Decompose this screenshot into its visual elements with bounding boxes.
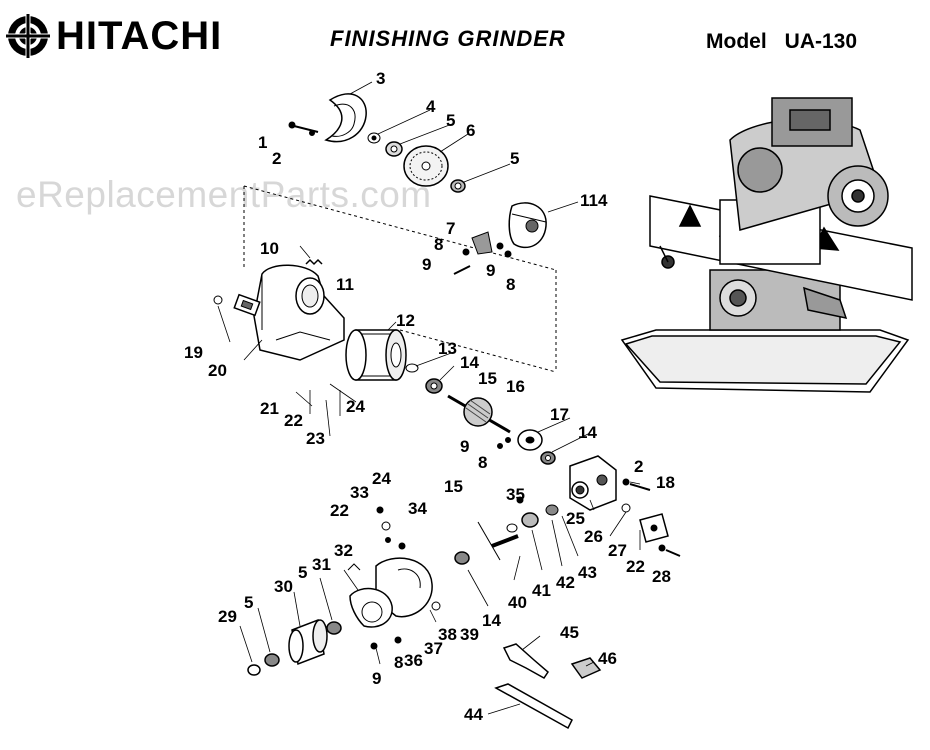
part-screw-1 [288, 121, 319, 136]
part-label: 40 [508, 593, 527, 612]
model-number: UA-130 [784, 30, 858, 53]
part-label: 23 [306, 429, 325, 448]
part-label: 5 [510, 149, 519, 168]
part-label: 5 [446, 111, 455, 130]
part-label: 30 [274, 577, 293, 596]
part-plate [213, 293, 261, 317]
part-label: 8 [394, 653, 403, 672]
part-label: 37 [424, 639, 443, 658]
brand-name: HITACHI [56, 14, 223, 58]
part-guard [324, 93, 367, 143]
part-label: 17 [550, 405, 569, 424]
watermark-text: eReplacementParts.com [16, 174, 432, 215]
part-label: 2 [272, 149, 281, 168]
part-label: 34 [408, 499, 427, 518]
part-label: 1 [258, 133, 267, 152]
model-label: Model [706, 30, 767, 53]
part-sleeve [288, 618, 328, 666]
part-label: 27 [608, 541, 627, 560]
part-label: 22 [626, 557, 645, 576]
part-label: 8 [506, 275, 515, 294]
part-insulator [405, 363, 419, 373]
part-label: 9 [486, 261, 495, 280]
part-label: 8 [478, 453, 487, 472]
part-label: 43 [578, 563, 597, 582]
part-label: 35 [506, 485, 525, 504]
part-label: 12 [396, 311, 415, 330]
part-label: 15 [444, 477, 463, 496]
hitachi-emblem-icon [6, 14, 50, 58]
part-label: 3 [376, 69, 385, 88]
part-label: 14 [460, 353, 479, 372]
part-lower-guard [349, 557, 433, 628]
part-stator [345, 329, 407, 381]
assembled-grinder-illustration [620, 97, 913, 393]
part-armature [447, 394, 511, 434]
part-label: 4 [426, 97, 436, 116]
part-label: 36 [404, 651, 423, 670]
part-label: 42 [556, 573, 575, 592]
part-label: 9 [422, 255, 431, 274]
part-label: 19 [184, 343, 203, 362]
part-label: 46 [598, 649, 617, 668]
part-bracket [508, 202, 547, 249]
part-label: 29 [218, 607, 237, 626]
part-label: 8 [434, 235, 443, 254]
part-ball-bearing-2 [540, 451, 556, 465]
part-label: 15 [478, 369, 497, 388]
part-block [570, 657, 602, 679]
part-bar [494, 683, 573, 730]
part-label: 24 [372, 469, 391, 488]
part-clip [453, 231, 512, 275]
part-grinding-wheel [403, 145, 449, 187]
brand-logo: HITACHI [6, 14, 222, 58]
part-washer [367, 132, 403, 157]
part-label: 7 [446, 219, 455, 238]
part-label: 38 [438, 625, 457, 644]
model-designation: Model UA-130 [706, 30, 857, 54]
part-number-labels: 1 2 3 4 5 5 6 7 8 8 9 9 10 11 12 13 14 1… [184, 69, 675, 724]
part-label: 41 [532, 581, 551, 600]
part-motor-housing [253, 264, 345, 361]
part-label: 14 [578, 423, 597, 442]
part-label: 20 [208, 361, 227, 380]
product-title: FINISHING GRINDER [330, 26, 566, 51]
part-bearing [450, 179, 466, 193]
part-label: 33 [350, 483, 369, 502]
part-label: 5 [298, 563, 307, 582]
part-label: 26 [584, 527, 603, 546]
part-label: 45 [560, 623, 579, 642]
part-label: 44 [464, 705, 483, 724]
part-gear-housing [569, 455, 617, 511]
part-label: 28 [652, 567, 671, 586]
part-label: 6 [466, 121, 475, 140]
part-label: 22 [330, 501, 349, 520]
part-label: 14 [482, 611, 501, 630]
part-label: 25 [566, 509, 585, 528]
part-label: 11 [336, 275, 354, 294]
part-label: 32 [334, 541, 353, 560]
part-label: 18 [656, 473, 675, 492]
part-label: 24 [346, 397, 365, 416]
part-spring [305, 258, 323, 266]
part-label: 22 [284, 411, 303, 430]
part-label: 10 [260, 239, 279, 258]
part-fan [517, 429, 543, 451]
part-label: 9 [460, 437, 469, 456]
part-label: 9 [372, 669, 381, 688]
part-shaft [477, 521, 519, 561]
part-label: 16 [506, 377, 525, 396]
part-label: 39 [460, 625, 479, 644]
part-ball-bearing [425, 378, 443, 394]
part-label: 114 [580, 191, 608, 210]
part-tool-rest-bracket [502, 643, 549, 679]
part-label: 31 [312, 555, 331, 574]
part-label: 13 [438, 339, 457, 358]
part-label: 21 [260, 399, 279, 418]
part-label: 2 [634, 457, 643, 476]
part-label: 5 [244, 593, 253, 612]
